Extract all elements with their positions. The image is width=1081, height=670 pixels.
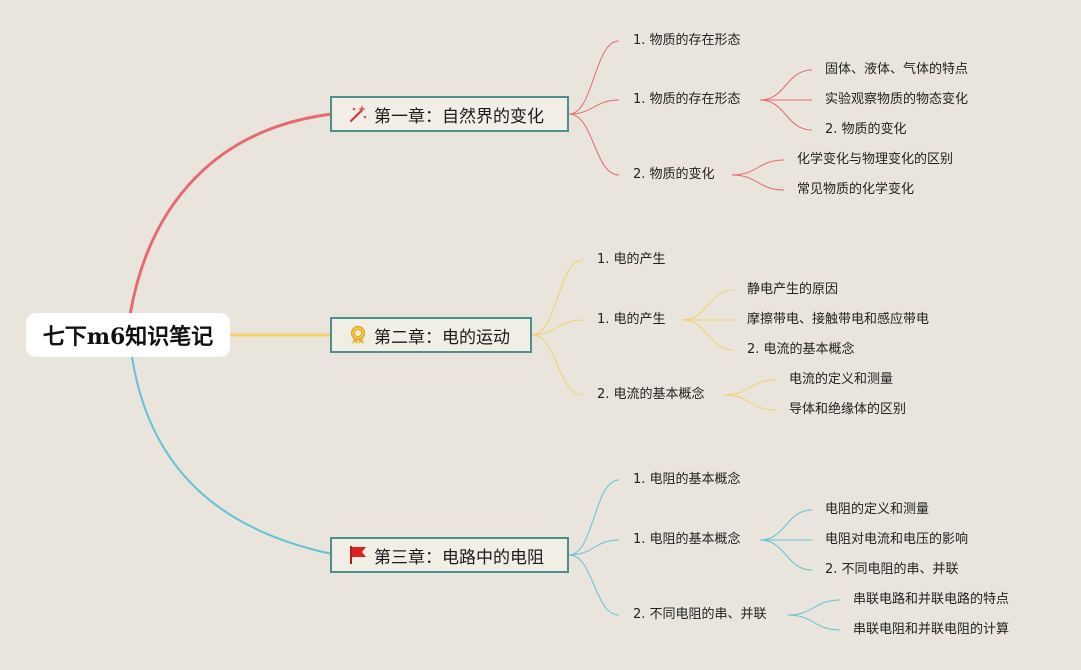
- topic-node[interactable]: 1. 电阻的基本概念: [633, 472, 741, 487]
- subtopic-node[interactable]: 静电产生的原因: [747, 282, 839, 297]
- chapter-title-1: 第一章：自然界的变化: [374, 106, 544, 127]
- subtopic-node[interactable]: 串联电阻和并联电阻的计算: [853, 622, 1010, 637]
- connector-line: [531, 259, 584, 336]
- topic-node[interactable]: 2. 不同电阻的串、并联: [633, 607, 767, 622]
- connector-line: [681, 289, 735, 321]
- root-title: 七下m6知识笔记: [42, 324, 214, 350]
- chapter-title-3: 第三章：电路中的电阻: [374, 547, 544, 568]
- connector-line: [531, 334, 584, 396]
- red-flag-icon: [348, 545, 368, 565]
- chapter-node-2[interactable]: 第二章：电的运动: [330, 317, 532, 353]
- magic-wand-icon: [348, 104, 368, 124]
- subtopic-node[interactable]: 导体和绝缘体的区别: [789, 402, 907, 417]
- connector-line: [568, 539, 620, 556]
- connector-line: [787, 614, 841, 631]
- connector-line: [568, 40, 620, 115]
- subtopic-node[interactable]: 摩擦带电、接触带电和感应带电: [747, 312, 930, 327]
- subtopic-node[interactable]: 2. 不同电阻的串、并联: [825, 562, 959, 577]
- connector-line: [759, 539, 813, 571]
- subtopic-node[interactable]: 2. 电流的基本概念: [747, 342, 855, 357]
- topic-node[interactable]: 1. 电的产生: [597, 252, 666, 267]
- subtopic-node[interactable]: 电阻对电流和电压的影响: [825, 532, 969, 547]
- subtopic-node[interactable]: 2. 物质的变化: [825, 122, 907, 137]
- main-branch-chapter3: [131, 356, 333, 555]
- topic-node[interactable]: 1. 物质的存在形态: [633, 33, 741, 48]
- connector-line: [759, 509, 813, 541]
- chapter-node-1[interactable]: 第一章：自然界的变化: [330, 96, 569, 132]
- subtopic-node[interactable]: 实验观察物质的物态变化: [825, 92, 969, 107]
- connector-line: [731, 174, 785, 191]
- connector-line: [568, 113, 620, 176]
- topic-node[interactable]: 1. 电的产生: [597, 312, 666, 327]
- connector-line: [723, 379, 777, 396]
- main-branch-chapter1: [128, 112, 333, 316]
- connector-line: [723, 394, 777, 411]
- connector-line: [759, 99, 813, 131]
- connector-line: [681, 319, 735, 351]
- chapter-node-3[interactable]: 第三章：电路中的电阻: [330, 537, 569, 573]
- award-ribbon-icon: [348, 325, 368, 345]
- root-node[interactable]: 七下m6知识笔记: [26, 313, 230, 357]
- topic-node[interactable]: 1. 电阻的基本概念: [633, 532, 741, 547]
- connector-line: [759, 69, 813, 101]
- connector-line: [787, 599, 841, 616]
- connector-line: [568, 554, 620, 616]
- topic-node[interactable]: 1. 物质的存在形态: [633, 92, 741, 107]
- subtopic-node[interactable]: 常见物质的化学变化: [797, 182, 915, 197]
- chapter-title-2: 第二章：电的运动: [374, 327, 510, 348]
- subtopic-node[interactable]: 电流的定义和测量: [789, 372, 894, 387]
- connector-line: [731, 159, 785, 176]
- subtopic-node[interactable]: 电阻的定义和测量: [825, 502, 930, 517]
- subtopic-node[interactable]: 串联电路和并联电路的特点: [853, 592, 1010, 607]
- subtopic-node[interactable]: 化学变化与物理变化的区别: [797, 152, 954, 167]
- topic-node[interactable]: 2. 电流的基本概念: [597, 387, 705, 402]
- connector-line: [531, 319, 584, 336]
- subtopic-node[interactable]: 固体、液体、气体的特点: [825, 62, 969, 77]
- connector-line: [568, 479, 620, 556]
- topic-node[interactable]: 2. 物质的变化: [633, 167, 715, 182]
- connector-line: [568, 99, 620, 115]
